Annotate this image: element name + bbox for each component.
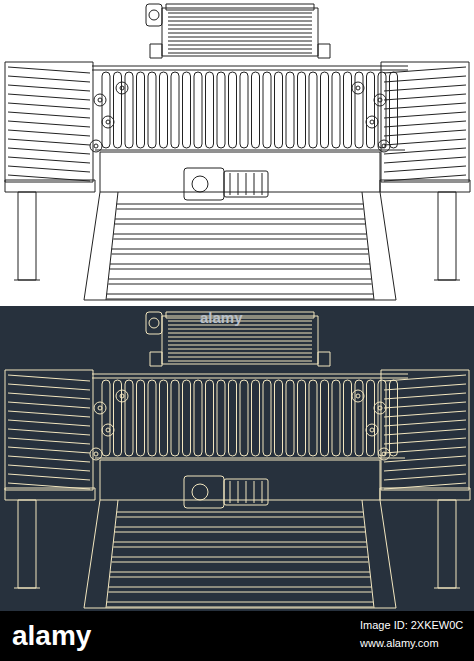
image-id: Image ID: 2XKEW0C: [360, 619, 463, 631]
watermark-band: [0, 611, 474, 661]
line-drawing-dark: [5, 312, 470, 608]
line-drawing: [5, 4, 470, 300]
light-panel: [0, 0, 474, 304]
dark-panel: [0, 306, 474, 611]
watermark-logo: alamy: [12, 620, 91, 652]
watermark-text: alamy: [200, 309, 243, 326]
website: www.alamy.com: [360, 637, 439, 649]
